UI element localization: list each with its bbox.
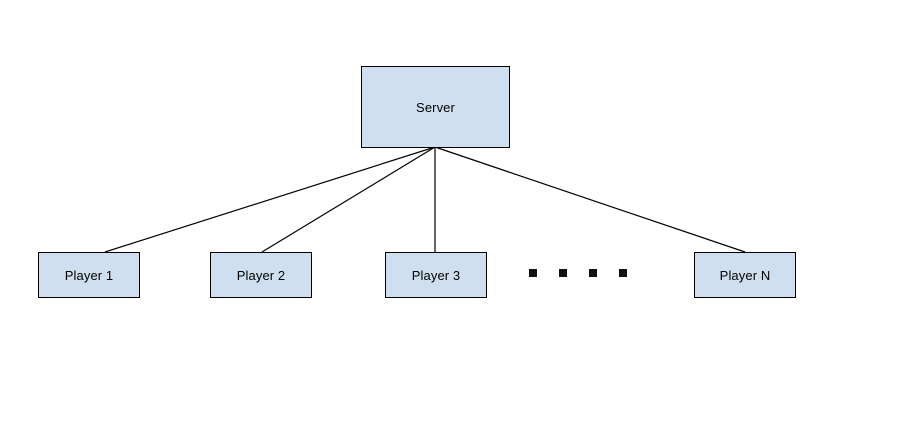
edge-server-player-2: [261, 146, 436, 253]
edge-server-player-n: [434, 146, 746, 253]
edge-server-player-1: [104, 146, 436, 253]
ellipsis-dot-icon: [619, 269, 627, 277]
node-player-3[interactable]: Player 3: [385, 252, 487, 298]
node-player-1[interactable]: Player 1: [38, 252, 140, 298]
node-player-1-label: Player 1: [64, 267, 114, 283]
ellipsis-dot-icon: [559, 269, 567, 277]
ellipsis-dots: [529, 269, 627, 279]
node-player-2[interactable]: Player 2: [210, 252, 312, 298]
node-server[interactable]: Server: [361, 66, 510, 148]
node-player-2-label: Player 2: [236, 267, 286, 283]
node-player-n[interactable]: Player N: [694, 252, 796, 298]
node-server-label: Server: [416, 99, 455, 115]
ellipsis-dot-icon: [589, 269, 597, 277]
node-player-n-label: Player N: [719, 267, 771, 283]
ellipsis-dot-icon: [529, 269, 537, 277]
node-player-3-label: Player 3: [411, 267, 461, 283]
